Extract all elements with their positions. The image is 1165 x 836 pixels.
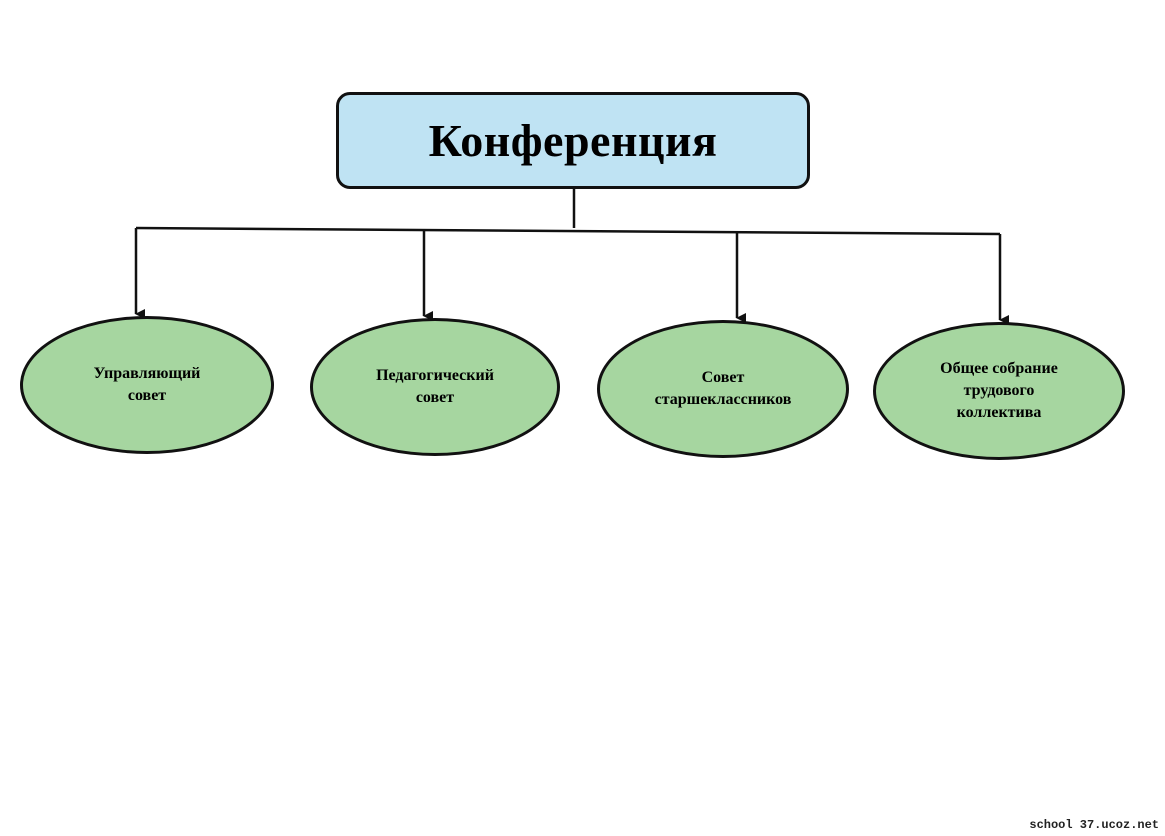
child-node-label: Совет старшеклассников bbox=[654, 369, 792, 408]
child-node-label: Педагогический совет bbox=[376, 367, 494, 406]
root-node: Конференция bbox=[336, 92, 810, 189]
child-node-pedagogical-council: Педагогический совет bbox=[310, 318, 560, 456]
child-node-label: Общее собрание трудового коллектива bbox=[940, 360, 1058, 421]
watermark-text: school 37.ucoz.net bbox=[1029, 818, 1159, 832]
child-node-managing-council: Управляющий совет bbox=[20, 316, 274, 454]
horizontal-bus-line bbox=[135, 226, 1001, 236]
root-node-label: Конференция bbox=[428, 115, 718, 166]
child-node-senior-students-council: Совет старшеклассников bbox=[597, 320, 849, 458]
child-node-label: Управляющий совет bbox=[93, 365, 201, 404]
child-node-general-staff-meeting: Общее собрание трудового коллектива bbox=[873, 322, 1125, 460]
